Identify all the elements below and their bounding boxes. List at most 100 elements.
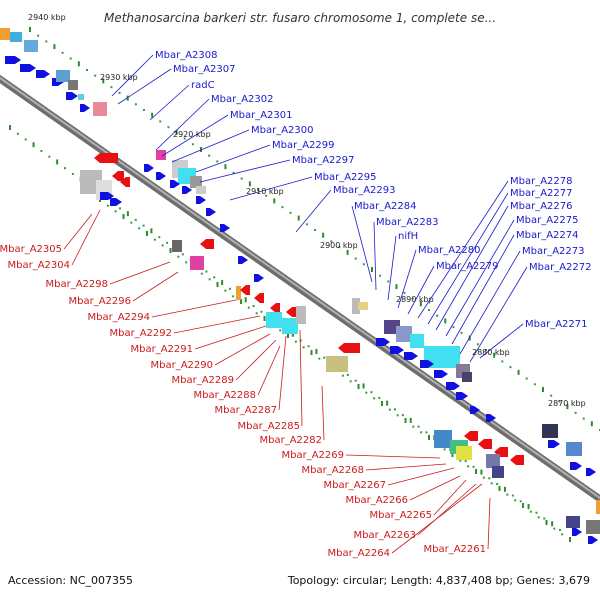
- reverse-gene-label: Mbar_A2269: [281, 450, 344, 461]
- tick-mark: [279, 329, 282, 332]
- tick-mark: [357, 384, 360, 389]
- tick-mark: [77, 61, 80, 67]
- reverse-gene-label: Mbar_A2298: [45, 279, 108, 290]
- tick-mark: [403, 291, 406, 294]
- reverse-gene-label: Mbar_A2296: [68, 296, 131, 307]
- forward-label-connector: [445, 219, 515, 337]
- reverse-label-connector: [151, 299, 237, 318]
- tick-mark: [126, 95, 129, 101]
- forward-label-connector: [435, 205, 509, 331]
- reverse-label-connector: [278, 335, 287, 411]
- kbp-label: 2880 kbp: [472, 348, 510, 357]
- reverse-gene-label: Mbar_A2287: [214, 405, 277, 416]
- tick-mark: [396, 414, 399, 417]
- tick-mark: [61, 51, 64, 54]
- reverse-gene: [270, 303, 280, 313]
- tick-mark: [150, 228, 153, 234]
- tick-mark: [232, 171, 235, 174]
- backbone: [0, 74, 600, 504]
- tick-mark: [48, 155, 51, 158]
- tick-mark: [379, 274, 382, 277]
- tick-mark: [263, 316, 266, 321]
- reverse-label-connector: [409, 475, 461, 501]
- reverse-gene-label: Mbar_A2282: [259, 435, 322, 446]
- forward-gene: [5, 56, 21, 64]
- forward-gene: [80, 104, 90, 112]
- protein-feature: [456, 446, 472, 460]
- backbone-highlight: [0, 76, 600, 500]
- tick-mark: [64, 167, 66, 170]
- reverse-gene: [286, 307, 296, 317]
- tick-mark: [255, 312, 258, 315]
- protein-feature: [486, 454, 500, 468]
- protein-feature: [462, 372, 472, 382]
- tick-mark: [175, 129, 178, 135]
- forward-gene-label: radC: [191, 80, 215, 91]
- tick-mark: [208, 154, 211, 157]
- tick-mark: [545, 520, 548, 525]
- tick-mark: [158, 236, 161, 239]
- forward-gene: [486, 414, 496, 422]
- tick-mark: [151, 112, 154, 118]
- gene-features: [0, 28, 600, 544]
- kbp-label: 2930 kbp: [100, 73, 138, 82]
- reverse-label-connector: [235, 339, 277, 381]
- forward-label-connector: [479, 323, 524, 359]
- tick-mark: [56, 159, 59, 165]
- forward-label-connector: [199, 159, 291, 183]
- tick-mark: [533, 383, 536, 386]
- tick-mark: [553, 527, 556, 530]
- tick-mark: [558, 400, 561, 403]
- tick-mark: [371, 267, 373, 272]
- tick-mark: [480, 469, 483, 475]
- tick-mark: [535, 511, 538, 514]
- tick-mark: [281, 206, 284, 209]
- reverse-label-connector: [391, 483, 483, 554]
- reverse-label-connector: [109, 261, 171, 285]
- tick-mark: [323, 356, 326, 359]
- forward-label-connector: [111, 54, 154, 97]
- protein-feature: [596, 500, 600, 514]
- forward-gene: [182, 186, 192, 194]
- genome-stats: Topology: circular; Length: 4,837,408 bp…: [287, 574, 590, 587]
- reverse-label-connector: [71, 209, 101, 266]
- reverse-gene-label: Mbar_A2268: [301, 465, 364, 476]
- protein-feature: [588, 438, 600, 450]
- tick-mark: [490, 482, 493, 485]
- tick-mark: [501, 360, 504, 363]
- tick-mark: [464, 460, 467, 463]
- tick-mark: [475, 469, 477, 474]
- forward-gene: [376, 338, 390, 346]
- protein-feature: [358, 302, 368, 310]
- tick-mark: [200, 147, 202, 152]
- tick-mark: [94, 74, 97, 77]
- tick-mark: [294, 340, 297, 343]
- tick-mark: [419, 301, 422, 307]
- tick-mark: [378, 396, 381, 399]
- tick-mark: [425, 431, 428, 434]
- tick-mark: [561, 533, 564, 536]
- tick-mark: [428, 309, 430, 311]
- tick-mark: [216, 282, 219, 287]
- forward-gene-label: Mbar_A2274: [516, 230, 579, 241]
- tick-mark: [370, 391, 373, 394]
- tick-mark: [106, 204, 109, 207]
- protein-feature: [326, 356, 348, 372]
- forward-label-connector: [155, 98, 210, 151]
- forward-label-connector: [171, 129, 250, 163]
- tick-mark: [71, 172, 74, 175]
- tick-mark: [346, 249, 349, 255]
- forward-gene: [254, 274, 264, 282]
- tick-mark: [318, 357, 321, 360]
- forward-gene-label: Mbar_A2277: [510, 188, 573, 199]
- protein-feature: [190, 256, 204, 270]
- tick-mark: [529, 510, 532, 513]
- tick-mark: [346, 373, 349, 376]
- tick-mark: [119, 207, 121, 210]
- forward-label-connector: [117, 68, 172, 105]
- tick-mark: [488, 477, 491, 480]
- tick-mark: [394, 408, 396, 411]
- protein-feature: [296, 306, 306, 324]
- tick-mark: [551, 521, 554, 527]
- reverse-label-connector: [345, 454, 441, 459]
